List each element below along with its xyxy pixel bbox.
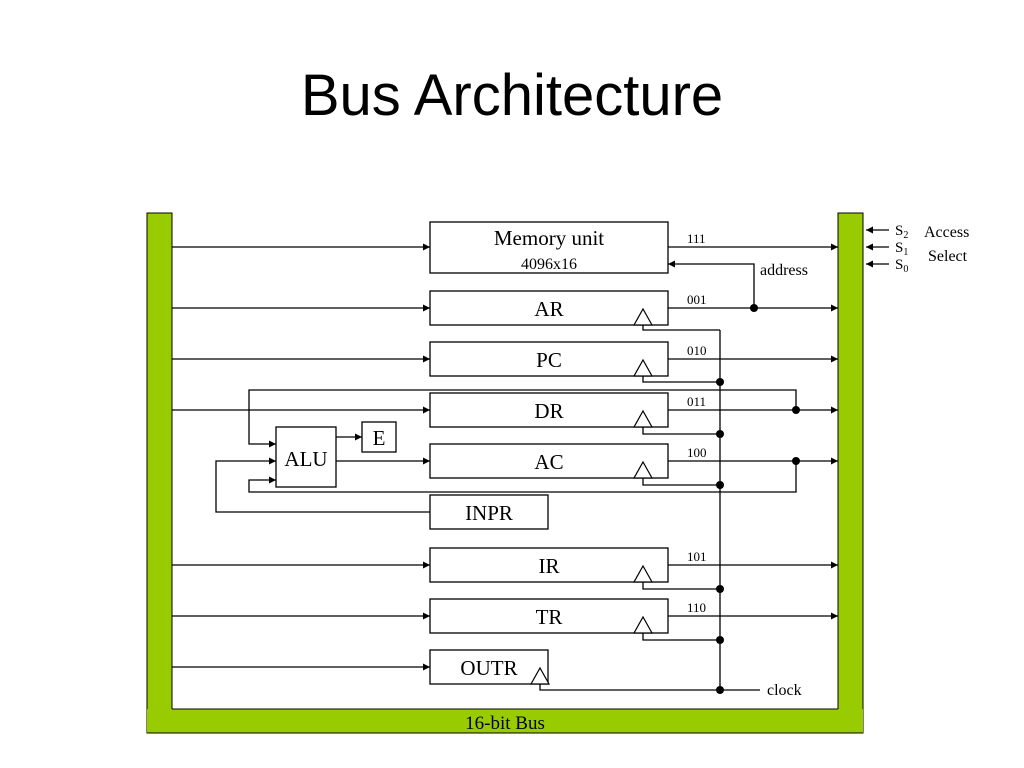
- tr-label: TR: [536, 605, 563, 629]
- memory-unit-label: Memory unit: [494, 226, 604, 250]
- clock-label: clock: [767, 682, 802, 699]
- ar-register: [429, 290, 669, 326]
- address-label: address: [760, 262, 808, 279]
- junction-dots: [716, 304, 800, 694]
- bus-output-lines: [668, 243, 838, 620]
- alu-wiring: [215, 389, 797, 513]
- bus-bottom: [147, 709, 863, 733]
- ac-label: AC: [534, 450, 563, 474]
- pc-code: 010: [687, 343, 707, 358]
- bus-label: 16-bit Bus: [465, 713, 545, 734]
- pc-label: PC: [536, 348, 562, 372]
- bus-left-leg: [146, 212, 173, 734]
- outr-label: OUTR: [460, 656, 517, 680]
- inpr-label: INPR: [465, 501, 513, 525]
- alu-label: ALU: [284, 447, 327, 471]
- ir-register: [429, 547, 669, 583]
- select-label: Select: [928, 248, 968, 265]
- select-lines: [866, 226, 889, 268]
- s1-label: S1: [895, 240, 908, 258]
- dr-register: [429, 392, 669, 428]
- inpr-register: [429, 494, 549, 530]
- ac-code: 100: [687, 445, 707, 460]
- memory-size-label: 4096x16: [521, 256, 577, 273]
- pc-register: [429, 341, 669, 377]
- ac-register: [429, 443, 669, 479]
- ar-label: AR: [534, 297, 563, 321]
- outr-register: [429, 649, 549, 685]
- e-label: E: [373, 426, 386, 450]
- access-label: Access: [924, 224, 969, 241]
- dr-label: DR: [534, 399, 563, 423]
- clock-wiring: [539, 325, 760, 691]
- page-title: Bus Architecture: [300, 63, 724, 128]
- alu-box: [275, 426, 337, 488]
- tr-code: 110: [687, 600, 706, 615]
- bus-input-lines: [172, 243, 430, 671]
- s2-label: S2: [895, 223, 908, 241]
- memory-code: 111: [687, 231, 706, 246]
- dr-code: 011: [687, 394, 706, 409]
- s0-label: S0: [895, 257, 908, 275]
- ar-code: 001: [687, 292, 707, 307]
- memory-unit-box: [429, 221, 669, 274]
- ir-label: IR: [539, 554, 560, 578]
- tr-register: [429, 598, 669, 634]
- ir-code: 101: [687, 549, 707, 564]
- e-flipflop-box: [361, 421, 397, 453]
- bus-frame: [146, 212, 864, 734]
- bus-right-leg: [837, 212, 864, 734]
- clock-triangles: [529, 307, 654, 685]
